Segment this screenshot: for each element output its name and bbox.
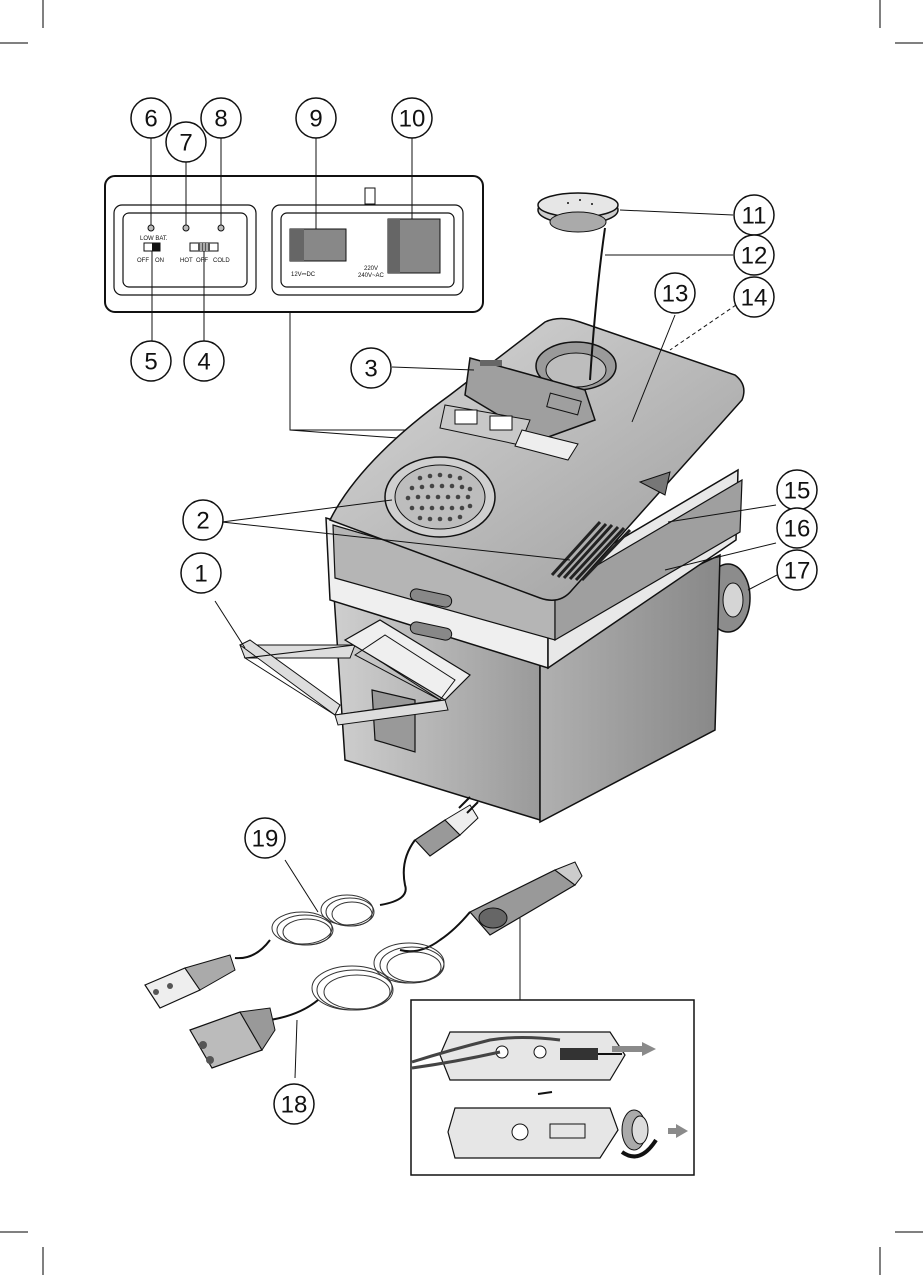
arrow-right-icon bbox=[612, 1042, 656, 1056]
cooler-leaders bbox=[214, 209, 778, 1079]
switch-off-label: OFF bbox=[137, 258, 149, 264]
callout-5: 5 bbox=[130, 340, 172, 382]
callout-label: 1 bbox=[194, 561, 207, 588]
led-cold bbox=[217, 224, 225, 232]
onoff-switch[interactable] bbox=[143, 242, 161, 252]
dc-label: 12V⎓DC bbox=[291, 272, 316, 278]
callout-15: 15 bbox=[776, 469, 818, 511]
callout-13: 13 bbox=[654, 272, 696, 314]
callout-label: 12 bbox=[741, 243, 768, 270]
callout-label: 5 bbox=[144, 349, 157, 376]
cold-label: COLD bbox=[213, 258, 230, 264]
callout-label: 10 bbox=[399, 106, 426, 133]
hot-label: HOT bbox=[180, 258, 193, 264]
ac-label-1: 220V bbox=[364, 266, 378, 272]
callout-6: 6 bbox=[130, 97, 172, 139]
low-bat-label: LOW BAT. bbox=[140, 236, 168, 242]
callout-10: 10 bbox=[391, 97, 433, 139]
dc-rocker-switch[interactable] bbox=[289, 228, 347, 262]
callout-8: 8 bbox=[200, 97, 242, 139]
led-hot bbox=[182, 224, 190, 232]
arrow-right-icon-2 bbox=[668, 1124, 688, 1138]
callout-7: 7 bbox=[165, 121, 207, 163]
cap-strap bbox=[589, 227, 606, 381]
fan-holes bbox=[405, 472, 473, 522]
dc-cable bbox=[189, 861, 583, 1069]
callout-label: 9 bbox=[309, 106, 322, 133]
callout-label: 15 bbox=[784, 478, 811, 505]
callout-3: 3 bbox=[350, 347, 392, 389]
callout-9: 9 bbox=[295, 97, 337, 139]
fuse-detail-box bbox=[410, 999, 695, 1176]
callout-18: 18 bbox=[273, 1083, 315, 1125]
ac-label-2: 240V~AC bbox=[358, 273, 385, 279]
callout-label: 2 bbox=[196, 508, 209, 535]
callout-label: 19 bbox=[252, 826, 279, 853]
switch-on-label: ON bbox=[155, 258, 164, 264]
callout-16: 16 bbox=[776, 507, 818, 549]
lid-cap[interactable] bbox=[537, 192, 619, 233]
cooler bbox=[239, 317, 751, 824]
callout-14: 14 bbox=[733, 276, 775, 318]
callout-label: 18 bbox=[281, 1092, 308, 1119]
screw-icon bbox=[537, 1091, 553, 1095]
callout-2: 2 bbox=[182, 499, 224, 541]
callout-label: 11 bbox=[742, 203, 767, 230]
rotate-arrow-icon bbox=[620, 1138, 658, 1159]
callout-label: 13 bbox=[662, 281, 689, 308]
callout-label: 6 bbox=[144, 106, 157, 133]
callout-12: 12 bbox=[733, 234, 775, 276]
callout-label: 4 bbox=[197, 349, 210, 376]
callout-label: 16 bbox=[784, 516, 811, 543]
callout-label: 8 bbox=[214, 106, 227, 133]
side-vents bbox=[550, 520, 632, 582]
ac-rocker-switch[interactable] bbox=[387, 218, 441, 274]
callout-label: 17 bbox=[784, 558, 811, 585]
callout-11: 11 bbox=[733, 194, 775, 236]
telescoping-handle[interactable] bbox=[239, 619, 471, 726]
callout-label: 14 bbox=[741, 285, 768, 312]
callout-label: 7 bbox=[179, 130, 192, 157]
ac-cable bbox=[144, 796, 479, 1009]
led-low-bat bbox=[147, 224, 155, 232]
control-panel: LOW BAT. OFF ON HOT OFF COLD 12V⎓DC 220V… bbox=[104, 175, 484, 313]
mode-switch[interactable] bbox=[189, 242, 219, 252]
callout-1: 1 bbox=[180, 552, 222, 594]
callout-17: 17 bbox=[776, 549, 818, 591]
callout-label: 3 bbox=[364, 356, 377, 383]
off-label: OFF bbox=[196, 258, 208, 264]
callout-4: 4 bbox=[183, 340, 225, 382]
callout-19: 19 bbox=[244, 817, 286, 859]
